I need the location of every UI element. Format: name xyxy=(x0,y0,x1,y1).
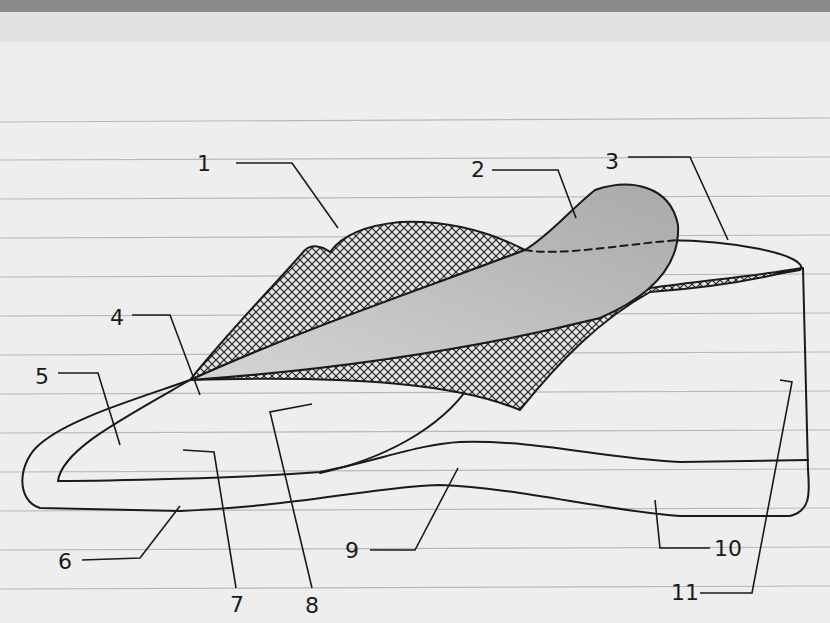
callout-number: 10 xyxy=(714,538,742,560)
callout-number: 3 xyxy=(605,151,619,173)
callout-number: 6 xyxy=(58,551,72,573)
callout-number: 11 xyxy=(671,582,699,604)
callout-number: 8 xyxy=(305,595,319,617)
callout-number: 4 xyxy=(110,307,124,329)
callout-number: 1 xyxy=(197,153,211,175)
callout-number: 7 xyxy=(230,594,244,616)
callout-number: 9 xyxy=(345,540,359,562)
callout-number: 5 xyxy=(35,366,49,388)
callout-number: 2 xyxy=(471,159,485,181)
